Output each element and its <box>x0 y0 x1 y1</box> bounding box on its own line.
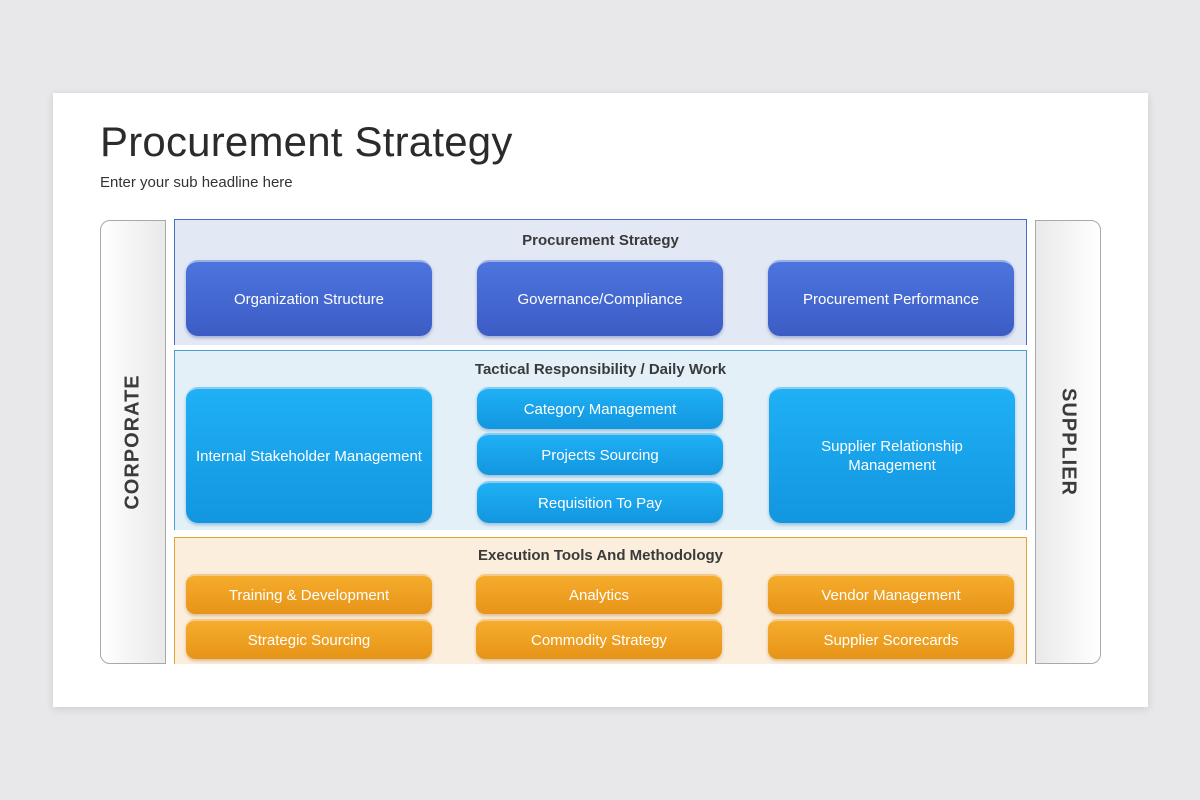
corporate-label: CORPORATE <box>121 374 144 510</box>
execution-layer-title: Execution Tools And Methodology <box>478 547 723 564</box>
corporate-side-panel: CORPORATE <box>100 220 166 664</box>
supplier-scorecards-box: Supplier Scorecards <box>768 619 1014 659</box>
strategy-layer-title: Procurement Strategy <box>522 232 679 249</box>
supplier-relationship-box: Supplier Relationship Management <box>769 387 1015 523</box>
vendor-management-box: Vendor Management <box>768 574 1014 614</box>
supplier-side-panel: SUPPLIER <box>1035 220 1101 664</box>
analytics-box: Analytics <box>476 574 722 614</box>
internal-stakeholder-box: Internal Stakeholder Management <box>186 387 432 523</box>
organization-structure-box: Organization Structure <box>186 260 432 336</box>
tactical-layer-title: Tactical Responsibility / Daily Work <box>474 361 727 378</box>
requisition-to-pay-box: Requisition To Pay <box>477 481 723 523</box>
commodity-strategy-box: Commodity Strategy <box>476 619 722 659</box>
procurement-performance-box: Procurement Performance <box>768 260 1014 336</box>
supplier-label: SUPPLIER <box>1057 387 1080 497</box>
page-title: Procurement Strategy <box>100 118 513 165</box>
category-management-box: Category Management <box>477 387 723 429</box>
training-development-box: Training & Development <box>186 574 432 614</box>
strategic-sourcing-box: Strategic Sourcing <box>186 619 432 659</box>
projects-sourcing-box: Projects Sourcing <box>477 433 723 475</box>
governance-compliance-box: Governance/Compliance <box>477 260 723 336</box>
page-subtitle: Enter your sub headline here <box>100 174 293 191</box>
